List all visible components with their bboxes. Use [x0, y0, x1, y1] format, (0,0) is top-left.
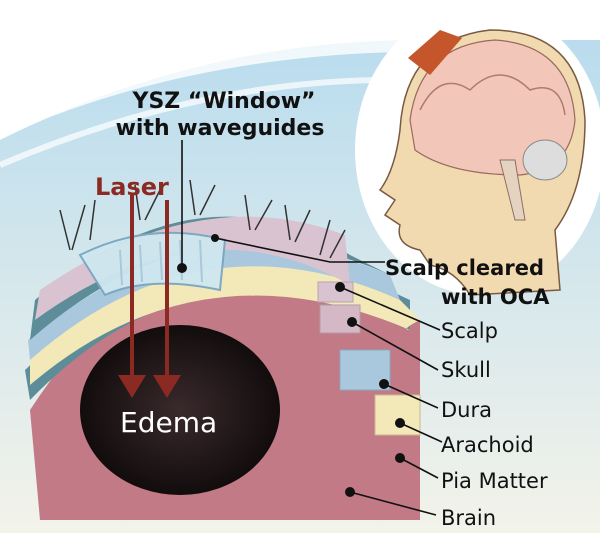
arrowhead-icon — [118, 375, 146, 398]
label-brain: Brain — [441, 506, 496, 530]
laser-arrows — [118, 195, 181, 398]
leader-lines — [181, 140, 443, 516]
skull-layer — [28, 246, 400, 360]
arrowhead-icon — [153, 375, 181, 398]
title-line-2: with waveguides — [116, 116, 325, 141]
head-illustration — [355, 5, 600, 296]
label-skull: Skull — [441, 358, 491, 382]
swoosh — [0, 77, 391, 168]
laser-label: Laser — [95, 173, 169, 201]
swoosh — [0, 38, 401, 137]
hair — [59, 179, 346, 259]
label-pia-matter: Pia Matter — [441, 469, 548, 493]
label-dura: Dura — [441, 398, 492, 422]
edema-label: Edema — [120, 406, 217, 439]
leader-dots — [177, 234, 405, 497]
callout-line-2: with OCA — [441, 285, 550, 309]
scalp-layer — [35, 216, 350, 320]
callout-line-1: Scalp cleared — [385, 256, 544, 280]
label-scalp: Scalp — [441, 319, 498, 343]
label-arachoid: Arachoid — [441, 433, 534, 457]
title-line-1: YSZ “Window” — [132, 89, 316, 114]
window-site-highlight — [408, 30, 462, 75]
